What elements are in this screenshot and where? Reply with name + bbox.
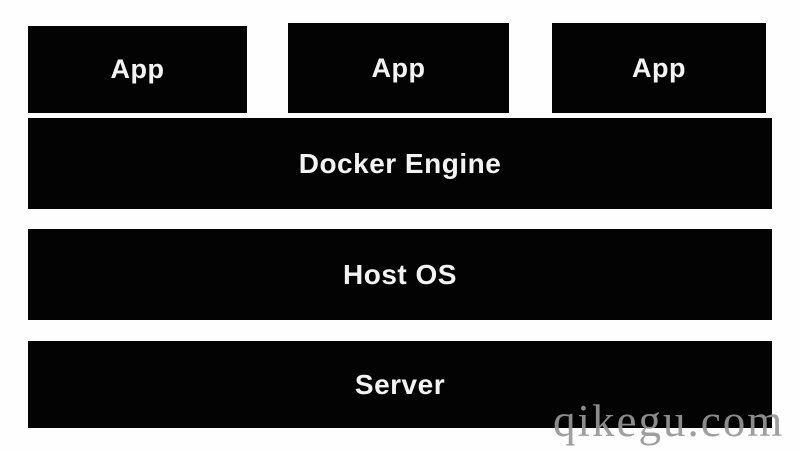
- app-box-1-label: App: [110, 54, 165, 84]
- layer-docker-engine-label: Docker Engine: [298, 147, 502, 179]
- app-box-2: App: [288, 23, 509, 113]
- layer-server: Server: [28, 341, 772, 428]
- app-box-2-label: App: [371, 52, 426, 83]
- app-box-3: App: [552, 23, 766, 113]
- layer-server-label: Server: [354, 368, 446, 400]
- watermark: qikegu.com: [553, 396, 785, 446]
- layer-host-os: Host OS: [28, 229, 772, 320]
- layer-host-os-label: Host OS: [343, 258, 457, 290]
- layer-docker-engine: Docker Engine: [28, 118, 772, 209]
- app-box-1: App: [28, 26, 247, 113]
- app-box-3-label: App: [632, 52, 686, 83]
